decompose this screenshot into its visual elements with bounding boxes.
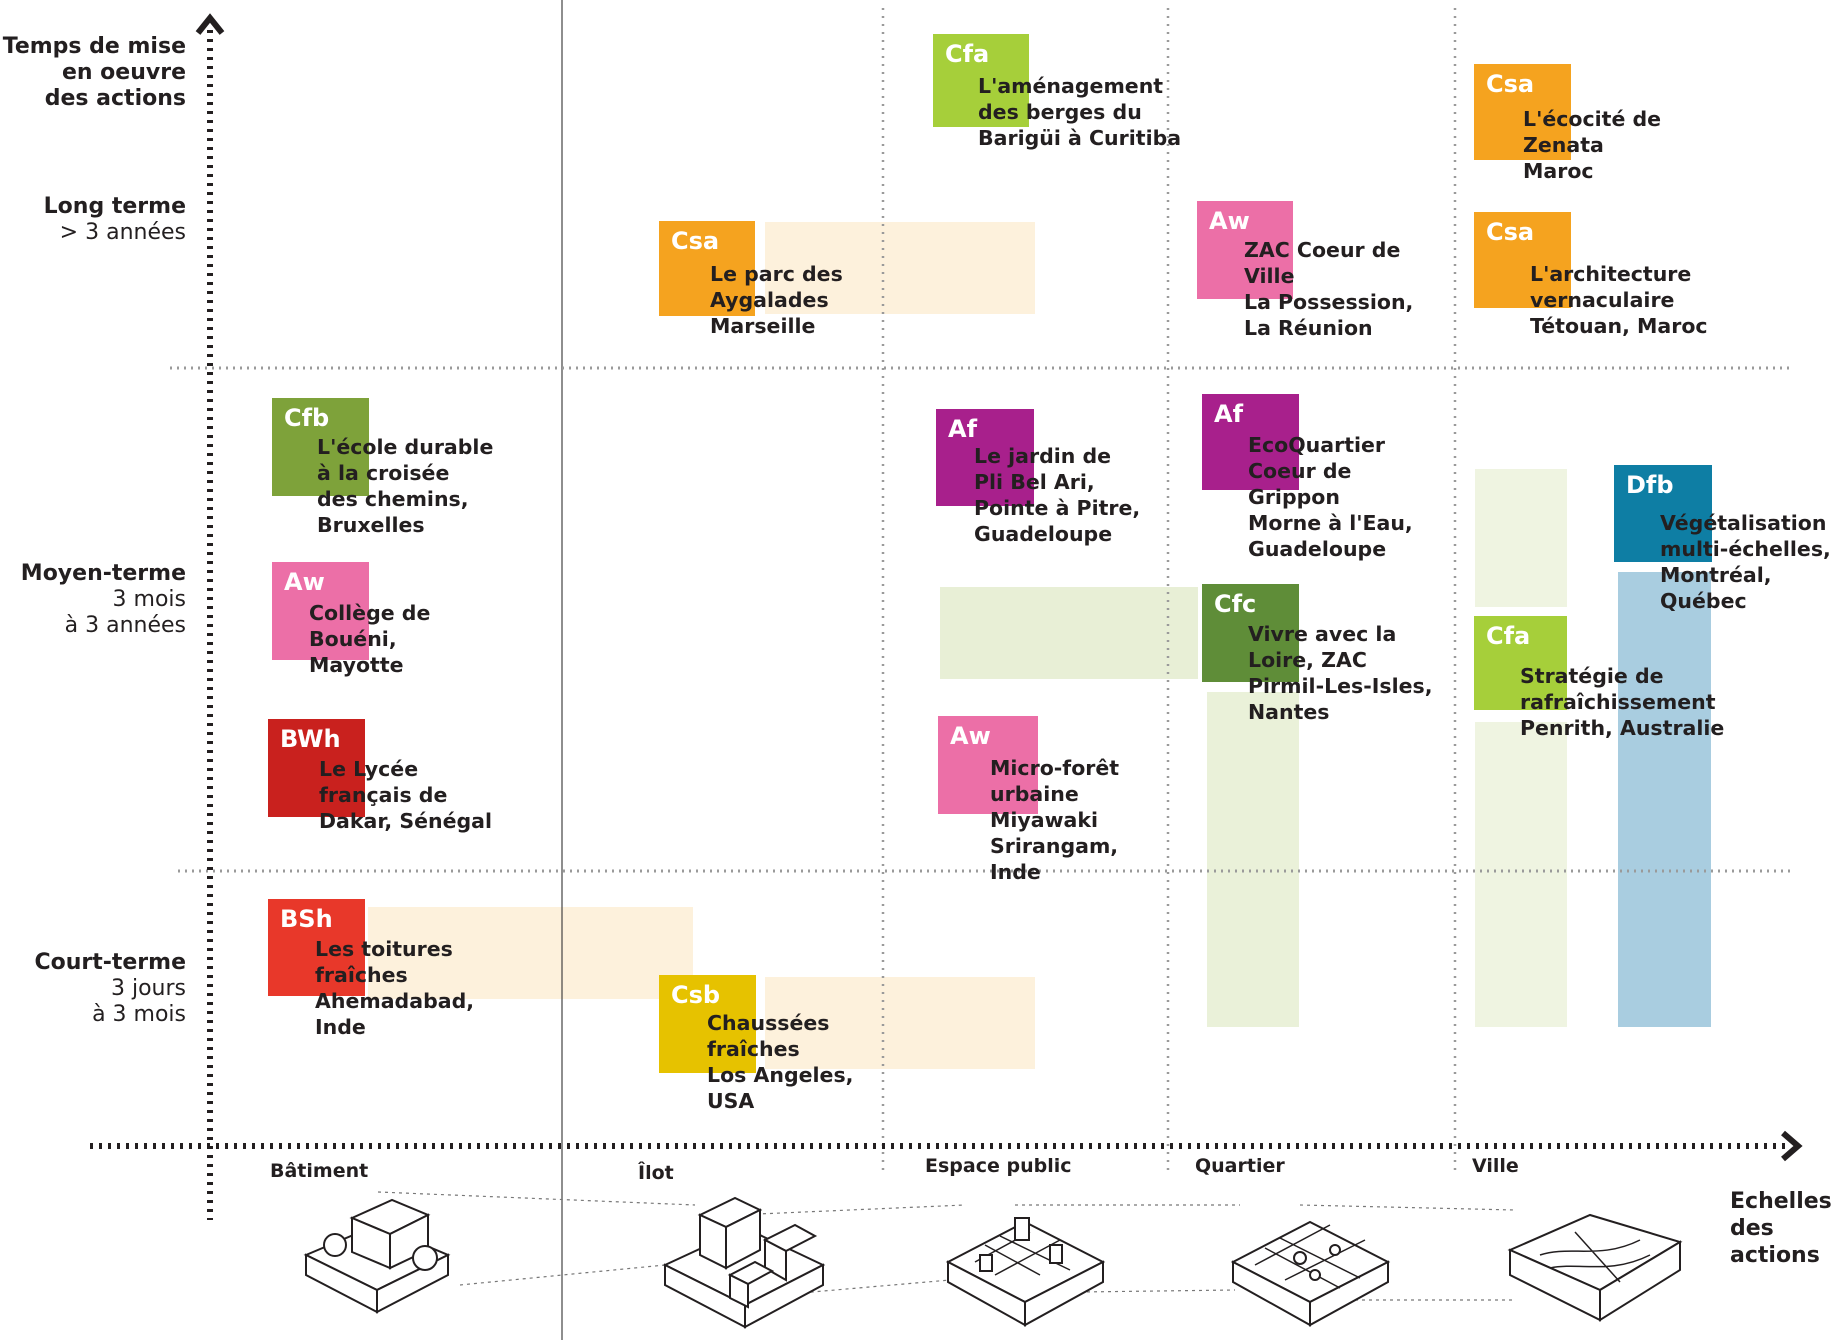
project-label: ZAC Coeur de Ville La Possession, La Réu… <box>1244 238 1414 340</box>
scale-link-line <box>734 1204 966 1216</box>
extent-band-penrith-bottom <box>1475 722 1567 1027</box>
project-label: EcoQuartier Coeur de Grippon Morne à l'E… <box>1248 433 1413 561</box>
ville-scale-icon <box>1507 1213 1683 1322</box>
climate-code-badge: Cfa <box>1474 616 1567 710</box>
project-label: Le jardin de Pli Bel Ari, Pointe à Pitre… <box>974 444 1141 546</box>
climate-code-badge: Csb <box>659 975 756 1073</box>
project-label: Micro-forêt urbaine Miyawaki Srirangam, … <box>990 756 1120 884</box>
project-label: L'école durable à la croisée des chemins… <box>317 435 494 537</box>
project-label: Vivre avec la Loire, ZAC Pirmil-Les-Isle… <box>1248 622 1433 724</box>
x-level-espace-public: Espace public <box>925 1155 1072 1177</box>
project-label: Le parc des Aygalades Marseille <box>710 262 843 338</box>
y-axis-arrow <box>195 13 225 35</box>
climate-code-badge: Aw <box>938 716 1038 814</box>
x-level-ilot: Îlot <box>638 1162 674 1184</box>
climate-code-badge: Cfc <box>1202 584 1299 682</box>
extent-band-chaussees <box>765 977 1035 1069</box>
scale-link-line <box>1299 1204 1516 1211</box>
building-scale-icon <box>303 1198 451 1314</box>
project-label: Collège de Bouéni, Mayotte <box>309 601 431 677</box>
extent-band-vivre-loire <box>940 587 1198 679</box>
climate-code-badge: Af <box>1202 394 1299 490</box>
project-label: Chaussées fraîches Los Angeles, USA <box>707 1011 854 1113</box>
y-level-long: Long terme> 3 années <box>43 194 186 245</box>
climate-code-badge: BWh <box>268 719 365 817</box>
x-axis-arrow <box>1781 1130 1803 1162</box>
extent-band-montreal <box>1618 572 1711 1027</box>
project-label: L'aménagement des berges du Barigüi à Cu… <box>978 74 1182 150</box>
climate-code-badge: Af <box>936 409 1034 506</box>
scale-link-line <box>377 1191 696 1206</box>
project-label: L'écocité de Zenata Maroc <box>1523 107 1662 183</box>
scale-link-line <box>1079 1289 1236 1293</box>
project-label: L'architecture vernaculaire Tétouan, Mar… <box>1530 262 1708 338</box>
extent-band-penrith-top <box>1475 469 1567 607</box>
project-label: Le Lycée français de Dakar, Sénégal <box>319 757 493 833</box>
y-axis-title: Temps de mise en oeuvre des actions <box>2 34 186 111</box>
climate-code-badge: Aw <box>1197 201 1293 299</box>
climate-code-badge: Cfb <box>272 398 369 496</box>
ilot-scale-icon <box>662 1196 826 1329</box>
x-level-quartier: Quartier <box>1195 1155 1285 1177</box>
climate-code-badge: Csa <box>659 221 755 316</box>
climate-code-badge: Dfb <box>1614 465 1712 562</box>
extent-band-parc <box>765 222 1035 314</box>
x-level-batiment: Bâtiment <box>270 1160 369 1182</box>
project-label: Les toitures fraîches Ahemadabad, Inde <box>315 937 475 1039</box>
extent-band-vivre-loire-vertical <box>1207 692 1299 1027</box>
extent-band-toitures <box>368 907 693 999</box>
climate-code-badge: BSh <box>268 899 365 996</box>
project-label: Stratégie de rafraîchissement Penrith, A… <box>1520 664 1725 740</box>
climate-code-badge: Csa <box>1474 64 1571 160</box>
quartier-scale-icon <box>1230 1220 1391 1327</box>
espace-public-scale-icon <box>945 1217 1106 1327</box>
x-level-ville: Ville <box>1472 1155 1519 1177</box>
climate-code-badge: Cfa <box>933 34 1029 127</box>
project-label: Végétalisation multi-échelles, Montréal,… <box>1660 511 1831 613</box>
climate-code-badge: Aw <box>272 562 369 660</box>
climate-code-badge: Csa <box>1474 212 1571 308</box>
x-axis-title: Echelles des actions <box>1730 1189 1831 1268</box>
